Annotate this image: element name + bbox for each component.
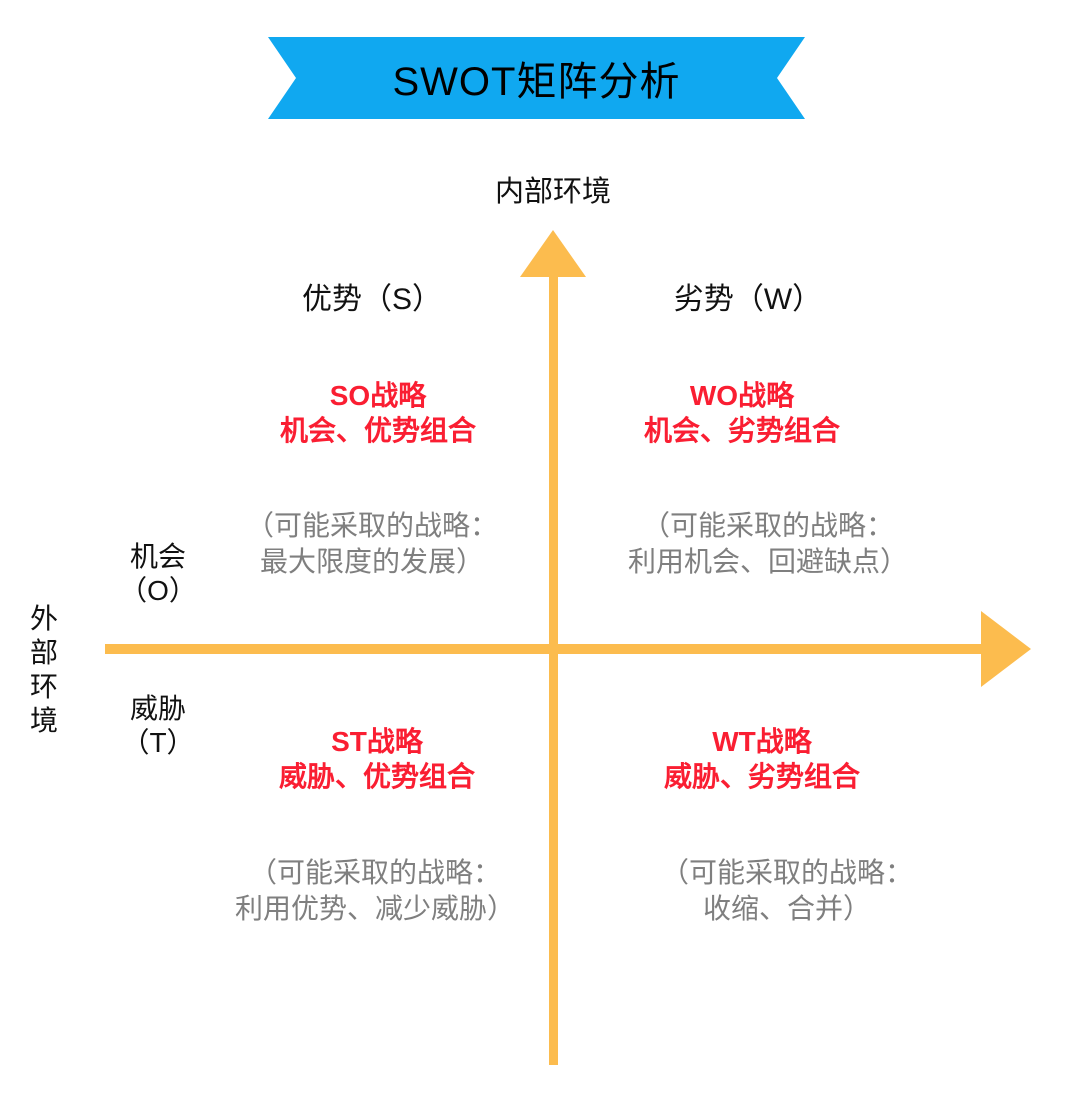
st-strategy-title: ST战略	[331, 726, 423, 757]
so-note-line1: （可能采取的战略：	[245, 510, 499, 541]
right-arrow-icon	[981, 611, 1031, 687]
st-note-line1: （可能采取的战略：	[248, 857, 502, 888]
wo-note-line1: （可能采取的战略：	[641, 510, 895, 541]
page-title: SWOT矩阵分析	[392, 60, 681, 104]
so-strategy-block: SO战略 机会、优势组合	[280, 378, 476, 448]
strengths-label: 优势（S）	[301, 283, 443, 316]
so-note-line2: 最大限度的发展）	[259, 546, 485, 577]
opportunity-label: 机会 （O）	[119, 540, 197, 608]
so-strategy-combo: 机会、优势组合	[279, 415, 477, 446]
wo-strategy-block: WO战略 机会、劣势组合	[644, 378, 840, 448]
external-environment-label: 外部环境	[29, 603, 58, 736]
so-note-block: （可能采取的战略： 最大限度的发展）	[246, 508, 498, 580]
title-ribbon: SWOT矩阵分析	[268, 37, 805, 119]
wo-note-block: （可能采取的战略： 利用机会、回避缺点）	[628, 508, 908, 580]
weaknesses-label: 劣势（W）	[673, 283, 823, 316]
st-note-line2: 利用优势、减少威胁）	[234, 893, 516, 924]
st-strategy-block: ST战略 威胁、优势组合	[279, 724, 475, 794]
wt-note-block: （可能采取的战略： 收缩、合并）	[661, 855, 913, 927]
wt-note-line1: （可能采取的战略：	[660, 857, 914, 888]
up-arrow-icon	[520, 230, 586, 277]
wo-strategy-combo: 机会、劣势组合	[643, 415, 841, 446]
wt-strategy-title: WT战略	[712, 726, 812, 757]
wt-strategy-combo: 威胁、劣势组合	[663, 761, 861, 792]
wo-strategy-title: WO战略	[689, 380, 795, 411]
opportunity-name: 机会	[129, 541, 186, 572]
horizontal-axis-line	[105, 644, 982, 654]
so-strategy-title: SO战略	[329, 380, 427, 411]
wo-note-line2: 利用机会、回避缺点）	[627, 546, 909, 577]
wt-strategy-block: WT战略 威胁、劣势组合	[664, 724, 860, 794]
opportunity-code: （O）	[119, 575, 197, 606]
vertical-axis-line	[549, 272, 558, 1065]
wt-note-line2: 收缩、合并）	[702, 893, 872, 924]
threat-code: （T）	[121, 727, 195, 758]
threat-label: 威胁 （T）	[121, 692, 194, 760]
st-strategy-combo: 威胁、优势组合	[278, 761, 476, 792]
internal-environment-label: 内部环境	[494, 176, 612, 208]
threat-name: 威胁	[129, 693, 187, 724]
st-note-block: （可能采取的战略： 利用优势、减少威胁）	[235, 855, 515, 927]
